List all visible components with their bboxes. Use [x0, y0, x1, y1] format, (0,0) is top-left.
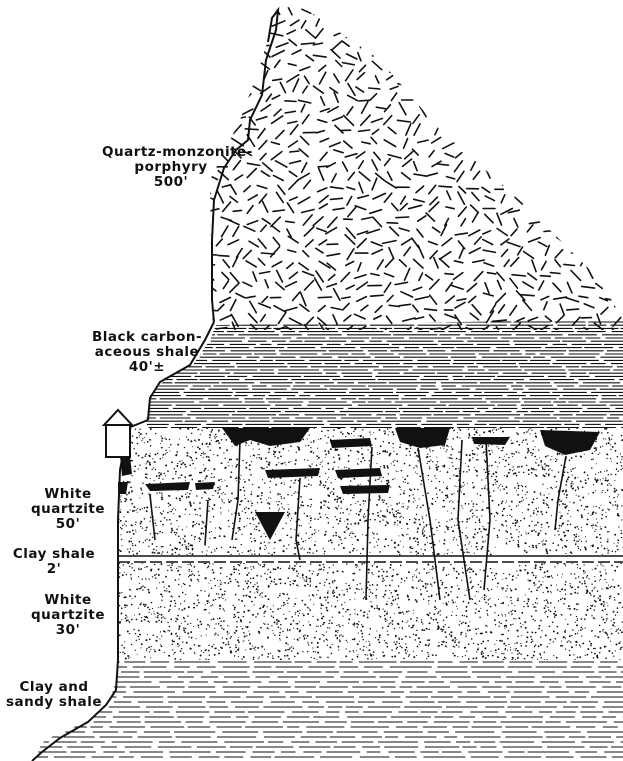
label-clay-shale: Clay shale 2' — [4, 547, 104, 577]
label-sandy-shale: Clay and sandy shale — [4, 680, 104, 710]
upper-quartzite-layer — [117, 427, 623, 600]
label-upper-quartzite: White quartzite 50' — [18, 487, 118, 532]
black-shale-layer — [140, 322, 623, 428]
shaft-house-icon — [104, 410, 132, 457]
lower-quartzite-layer — [118, 562, 623, 661]
clay-shale-layer — [118, 556, 623, 562]
porphyry-layer — [200, 2, 623, 336]
label-lower-quartzite: White quartzite 30' — [18, 593, 118, 638]
label-porphyry: Quartz-monzonite- porphyry 500' — [102, 145, 240, 190]
sandy-outline — [32, 660, 118, 761]
label-black-shale: Black carbon- aceous shale 40'± — [92, 330, 202, 375]
sandy-shale-layer — [32, 660, 623, 761]
